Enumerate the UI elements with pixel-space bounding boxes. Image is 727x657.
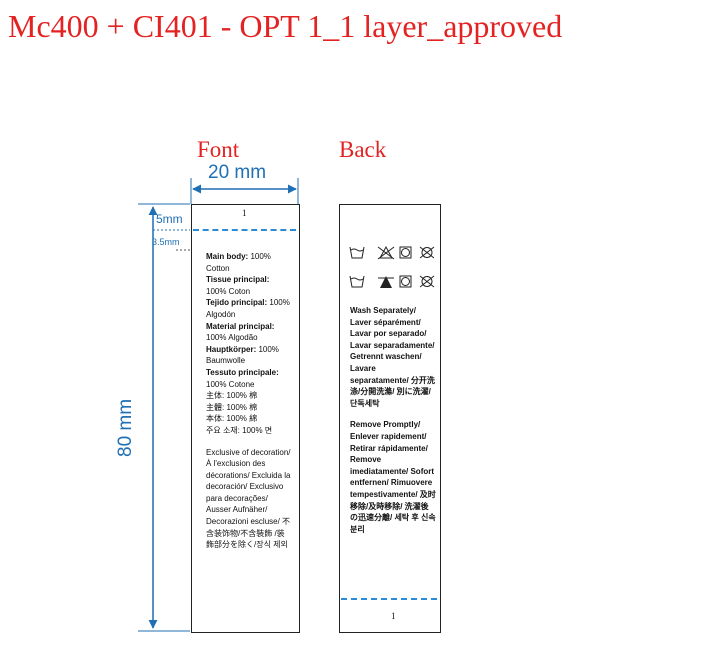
no-dry-clean-icon bbox=[419, 275, 435, 288]
back-side-label: Back bbox=[339, 137, 387, 162]
no-dry-clean-icon bbox=[419, 246, 435, 259]
back-care-text: Wash Separately/ Laver séparément/ Lavar… bbox=[350, 305, 436, 535]
top-margin-text: 5mm bbox=[156, 212, 183, 226]
back-page-number: 1 bbox=[391, 611, 396, 621]
no-bleach-icon bbox=[377, 245, 395, 260]
washtub-icon bbox=[349, 275, 365, 288]
composition-line: 主体: 100% 棉 bbox=[206, 391, 258, 401]
front-label-card bbox=[191, 204, 300, 633]
composition-line: 本体: 100% 綿 bbox=[206, 414, 258, 424]
composition-line: Tissue principal: 100% Coton bbox=[206, 275, 270, 296]
exclusion-text: Exclusive of decoration/ À l'exclusion d… bbox=[206, 447, 291, 550]
front-side-label: Font bbox=[197, 137, 240, 162]
composition-line: Hauptkörper: 100% Baumwolle bbox=[206, 344, 279, 366]
composition-line: 主體: 100% 棉 bbox=[206, 402, 258, 412]
wash-separately-text: Wash Separately/ Laver séparément/ Lavar… bbox=[350, 306, 435, 408]
composition-line: Main body: 100% Cotton bbox=[206, 252, 271, 273]
back-label-card bbox=[339, 204, 441, 633]
document-title: Mc400 + CI401 - OPT 1_1 layer_approved bbox=[8, 8, 563, 44]
composition-line: Tejido principal: 100% Algodón bbox=[206, 298, 290, 319]
bleach-icon bbox=[378, 276, 394, 288]
composition-line: Tessuto principale: 100% Cotone bbox=[206, 367, 279, 389]
composition-line: Material principal: 100% Algodão bbox=[206, 321, 275, 343]
tumble-dry-icon bbox=[399, 275, 412, 288]
front-composition: Main body: 100% Cotton Tissue principal:… bbox=[206, 251, 292, 551]
front-page-number: 1 bbox=[242, 208, 247, 218]
tumble-dry-icon bbox=[399, 246, 412, 259]
composition-line: 주요 소재: 100% 면 bbox=[206, 425, 273, 435]
width-dimension-text: 20 mm bbox=[208, 162, 267, 183]
sub-margin-text: 3.5mm bbox=[152, 237, 180, 247]
back-sew-line bbox=[341, 598, 437, 600]
front-sew-line bbox=[193, 229, 296, 231]
remove-promptly-text: Remove Promptly/ Enlever rapidement/ Ret… bbox=[350, 420, 436, 534]
washtub-icon bbox=[349, 246, 365, 259]
